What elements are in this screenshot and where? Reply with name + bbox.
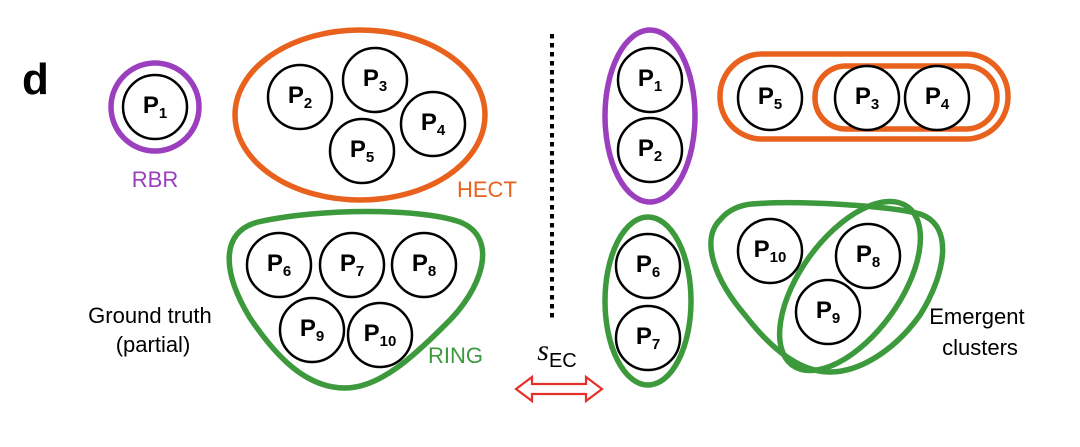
ground-truth-node-p1: P1 <box>121 73 189 141</box>
emergent-node-p3: P3 <box>833 64 901 132</box>
node-circle <box>616 116 684 184</box>
node-circle <box>328 117 396 185</box>
node-circle <box>736 217 804 285</box>
emergent-node-p9: P9 <box>794 278 862 346</box>
node-circle <box>794 278 862 346</box>
node-label: P10 <box>754 236 787 266</box>
node-label: P1 <box>638 65 662 95</box>
node-label: P8 <box>412 250 436 280</box>
emergent-node-p2: P2 <box>616 116 684 184</box>
ring-cluster-label: RING <box>428 343 483 368</box>
node-label: P2 <box>638 135 662 165</box>
node-label: P4 <box>925 83 950 113</box>
emergent-group: Emergent clusters P1 P2 P5 P3 P4 P6 P7 P… <box>602 27 1031 388</box>
emergent-node-p5: P5 <box>736 64 804 132</box>
ground-truth-node-p5: P5 <box>328 117 396 185</box>
node-circle <box>903 64 971 132</box>
ground-truth-node-p2: P2 <box>266 63 334 131</box>
ground-truth-node-p4: P4 <box>399 90 467 158</box>
emergent-node-p6: P6 <box>614 232 682 300</box>
node-circle <box>346 301 414 369</box>
node-circle <box>399 90 467 158</box>
emergent-cluster-p10-p8-p9-outline <box>708 199 946 375</box>
rbr-cluster-outline <box>108 60 202 154</box>
node-circle <box>245 231 313 299</box>
emergent-caption: Emergent clusters <box>929 304 1031 360</box>
emergent-cluster-p1-p2-outline <box>602 27 698 205</box>
sec-symbol: sEC <box>537 334 576 372</box>
node-label: P9 <box>300 315 324 345</box>
node-circle <box>121 73 189 141</box>
ground-truth-node-p10: P10 <box>346 301 414 369</box>
node-circle <box>833 64 901 132</box>
node-circle <box>614 304 682 372</box>
node-label: P10 <box>364 320 397 350</box>
node-label: P6 <box>636 251 660 281</box>
emergent-caption-line2: clusters <box>942 335 1018 360</box>
emergent-cluster-p6-p7-outline <box>602 214 694 388</box>
emergent-cluster-p8-p9-outline <box>776 198 924 374</box>
node-circle <box>341 46 409 114</box>
ground-truth-node-p3: P3 <box>341 46 409 114</box>
ground-truth-node-p9: P9 <box>278 296 346 364</box>
emergent-cluster-p5-p3-p4-outline <box>717 51 1011 142</box>
node-circle <box>266 63 334 131</box>
emergent-node-p1: P1 <box>616 46 684 114</box>
emergent-node-p4: P4 <box>903 64 971 132</box>
node-label: P6 <box>267 250 291 280</box>
node-circle <box>390 231 458 299</box>
ground-truth-node-p6: P6 <box>245 231 313 299</box>
node-label: P3 <box>363 65 387 95</box>
emergent-caption-line1: Emergent <box>929 304 1024 329</box>
rbr-cluster-label: RBR <box>132 167 178 192</box>
node-label: P5 <box>758 83 782 113</box>
node-circle <box>616 46 684 114</box>
panel-label: d <box>22 55 49 104</box>
ring-cluster-outline <box>226 208 486 391</box>
node-label: P9 <box>816 297 840 327</box>
ground-truth-node-p8: P8 <box>390 231 458 299</box>
emergent-node-p8: P8 <box>834 222 902 290</box>
node-label: P4 <box>421 109 446 139</box>
ground-truth-group: RBR HECT RING Ground truth (partial) P1 … <box>88 27 517 391</box>
node-circle <box>614 232 682 300</box>
node-circle <box>278 296 346 364</box>
node-label: P2 <box>288 82 312 112</box>
node-circle <box>318 231 386 299</box>
ground-truth-caption: Ground truth (partial) <box>88 303 218 357</box>
double-arrow-icon <box>514 374 604 404</box>
emergent-node-p10: P10 <box>736 217 804 285</box>
hect-cluster-label: HECT <box>457 177 517 202</box>
hect-cluster-outline <box>232 27 488 203</box>
node-label: P3 <box>855 83 879 113</box>
node-circle <box>834 222 902 290</box>
ground-truth-caption-line2: (partial) <box>116 332 191 357</box>
ground-truth-caption-line1: Ground truth <box>88 303 212 328</box>
node-label: P1 <box>143 92 167 122</box>
node-label: P8 <box>856 241 880 271</box>
node-label: P7 <box>340 250 364 280</box>
ground-truth-node-p7: P7 <box>318 231 386 299</box>
sec-symbol-subscript: EC <box>549 350 577 372</box>
sec-symbol-base: s <box>537 334 549 367</box>
emergent-node-p7: P7 <box>614 304 682 372</box>
emergent-cluster-p3-p4-outline <box>812 63 1000 132</box>
node-circle <box>736 64 804 132</box>
node-label: P5 <box>350 136 374 166</box>
node-label: P7 <box>636 323 660 353</box>
divider-group: sEC <box>514 34 604 404</box>
